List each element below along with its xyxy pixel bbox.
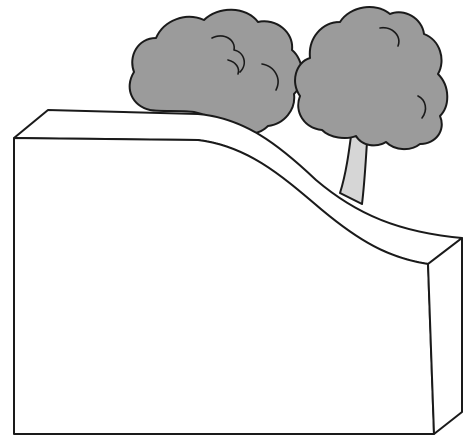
tree-left — [128, 8, 303, 135]
tree-right-canopy-fold-2 — [417, 95, 427, 119]
block-right-face — [427, 237, 463, 435]
block-front-face — [13, 137, 435, 435]
tree-left-canopy-fold-2 — [227, 59, 240, 75]
tree-right-canopy — [294, 6, 449, 150]
tree-left-canopy-curl — [211, 35, 246, 73]
tree-right-canopy-fold — [379, 26, 400, 47]
tree-left-canopy-fold — [261, 63, 279, 91]
tree-right — [294, 6, 449, 150]
